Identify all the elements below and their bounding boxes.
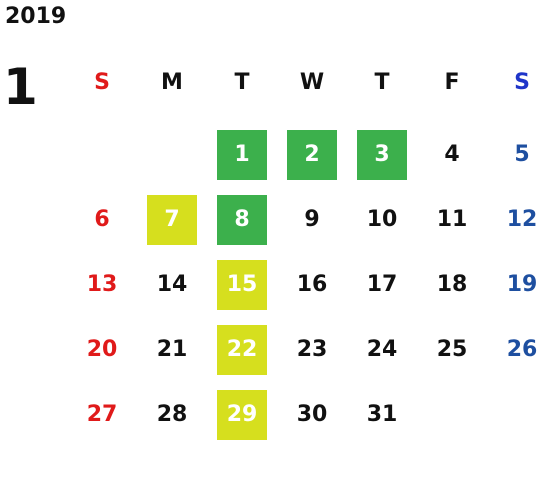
calendar-day-1[interactable]: 1 — [207, 122, 277, 187]
calendar-day-14[interactable]: 14 — [137, 252, 207, 317]
calendar-day-label: 21 — [156, 337, 188, 362]
calendar-day-9[interactable]: 9 — [277, 187, 347, 252]
calendar-empty-cell — [487, 382, 548, 447]
calendar-day-label: 2 — [287, 129, 337, 180]
calendar-day-30[interactable]: 30 — [277, 382, 347, 447]
calendar-day-label: 23 — [296, 337, 328, 362]
calendar-day-label: 26 — [506, 337, 538, 362]
calendar-day-label: 19 — [506, 272, 538, 297]
calendar-day-label: 12 — [506, 207, 538, 232]
calendar-day-label: 9 — [304, 207, 320, 232]
calendar-day-label: 24 — [366, 337, 398, 362]
calendar-day-label: 22 — [217, 324, 267, 375]
calendar-day-label: 30 — [296, 402, 328, 427]
calendar-day-label: 1 — [217, 129, 267, 180]
calendar-day-label: 15 — [217, 259, 267, 310]
calendar-day-label: 8 — [217, 194, 267, 245]
calendar-day-label: 20 — [86, 337, 118, 362]
calendar-day-label: 27 — [86, 402, 118, 427]
calendar-day-label: 6 — [94, 207, 110, 232]
calendar-day-label: 17 — [366, 272, 398, 297]
calendar-day-6[interactable]: 6 — [67, 187, 137, 252]
calendar-day-28[interactable]: 28 — [137, 382, 207, 447]
calendar-day-21[interactable]: 21 — [137, 317, 207, 382]
calendar-day-15[interactable]: 15 — [207, 252, 277, 317]
calendar-day-label: 4 — [444, 142, 460, 167]
calendar-day-22[interactable]: 22 — [207, 317, 277, 382]
weekday-header-wed: W — [299, 69, 325, 95]
calendar-day-26[interactable]: 26 — [487, 317, 548, 382]
weekday-header-mon: M — [161, 69, 183, 95]
calendar-day-17[interactable]: 17 — [347, 252, 417, 317]
calendar-day-label: 7 — [147, 194, 197, 245]
calendar-empty-cell — [67, 122, 137, 187]
calendar-day-4[interactable]: 4 — [417, 122, 487, 187]
calendar-day-label: 3 — [357, 129, 407, 180]
calendar-day-label: 14 — [156, 272, 188, 297]
calendar-day-12[interactable]: 12 — [487, 187, 548, 252]
calendar-day-18[interactable]: 18 — [417, 252, 487, 317]
calendar-day-20[interactable]: 20 — [67, 317, 137, 382]
calendar-empty-cell — [417, 382, 487, 447]
calendar-day-31[interactable]: 31 — [347, 382, 417, 447]
calendar-day-label: 5 — [514, 142, 530, 167]
calendar-day-11[interactable]: 11 — [417, 187, 487, 252]
calendar-day-label: 28 — [156, 402, 188, 427]
weekday-header-sun: S — [94, 69, 110, 95]
calendar-day-label: 11 — [436, 207, 468, 232]
calendar-day-label: 31 — [366, 402, 398, 427]
weekday-header-sat: S — [514, 69, 530, 95]
weekday-header-tue: T — [234, 69, 250, 95]
calendar-day-label: 25 — [436, 337, 468, 362]
weekday-header-thu: T — [374, 69, 390, 95]
calendar-day-label: 13 — [86, 272, 118, 297]
calendar-day-8[interactable]: 8 — [207, 187, 277, 252]
calendar-day-23[interactable]: 23 — [277, 317, 347, 382]
calendar-day-label: 16 — [296, 272, 328, 297]
calendar-day-29[interactable]: 29 — [207, 382, 277, 447]
calendar-day-24[interactable]: 24 — [347, 317, 417, 382]
calendar-day-3[interactable]: 3 — [347, 122, 417, 187]
calendar-day-label: 10 — [366, 207, 398, 232]
calendar-day-27[interactable]: 27 — [67, 382, 137, 447]
calendar-empty-cell — [137, 122, 207, 187]
calendar-day-label: 18 — [436, 272, 468, 297]
calendar-day-2[interactable]: 2 — [277, 122, 347, 187]
calendar-day-25[interactable]: 25 — [417, 317, 487, 382]
month-number: 1 — [3, 58, 38, 116]
calendar-day-5[interactable]: 5 — [487, 122, 548, 187]
year-label: 2019 — [5, 4, 67, 29]
calendar-day-10[interactable]: 10 — [347, 187, 417, 252]
calendar-day-19[interactable]: 19 — [487, 252, 548, 317]
weekday-header-fri: F — [444, 69, 460, 95]
calendar-day-13[interactable]: 13 — [67, 252, 137, 317]
calendar-day-16[interactable]: 16 — [277, 252, 347, 317]
calendar-day-label: 29 — [217, 389, 267, 440]
calendar-day-7[interactable]: 7 — [137, 187, 207, 252]
